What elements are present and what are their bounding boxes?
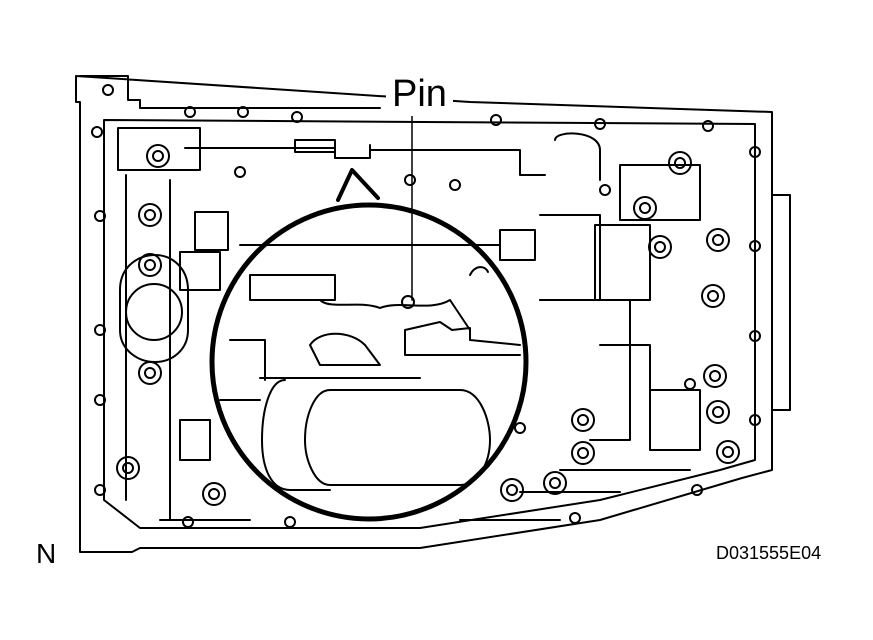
detail-magnifier: [209, 202, 529, 522]
figure-code: D031555E04: [716, 543, 822, 563]
orientation-mark: N: [36, 538, 57, 569]
pin-icon: [401, 295, 415, 309]
housing-outline: [75, 75, 773, 553]
side-tab: [771, 194, 791, 411]
bolt-heads: [116, 144, 740, 506]
perimeter-screws: [91, 84, 761, 528]
magnifier-pointer: [336, 168, 380, 202]
valve-body-details: [117, 127, 701, 521]
housing-inner-edge: [103, 119, 756, 529]
pin-callout-label: Pin: [386, 72, 453, 116]
magnified-internals: [219, 244, 521, 491]
